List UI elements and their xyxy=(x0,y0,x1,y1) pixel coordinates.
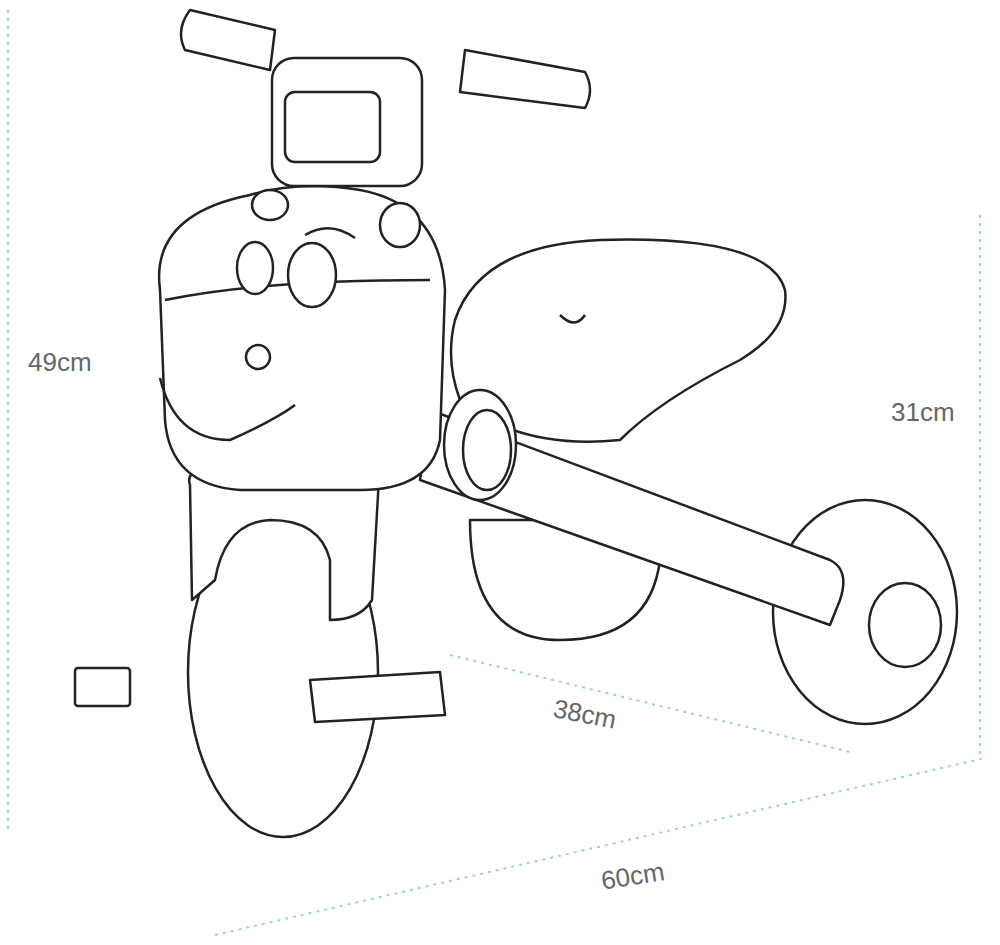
left-eye xyxy=(237,242,273,294)
animal-head xyxy=(159,186,445,490)
dimension-label: 60cm xyxy=(596,857,669,896)
body-tube xyxy=(420,410,843,625)
left-grip xyxy=(181,10,275,70)
side-disc-inner xyxy=(463,410,511,490)
right-grip xyxy=(460,50,590,108)
eyebrow xyxy=(305,228,355,238)
left-ear xyxy=(252,190,288,220)
seat-detail xyxy=(560,315,585,323)
height-line xyxy=(7,10,9,830)
dimension-lines xyxy=(8,10,985,935)
left-pedal xyxy=(75,668,130,706)
right-pedal xyxy=(310,672,445,722)
stem-panel xyxy=(285,92,380,162)
side-disc xyxy=(444,390,516,500)
handlebar-stem xyxy=(272,58,422,186)
right-ear xyxy=(380,203,420,247)
right-eye xyxy=(288,243,336,307)
dimension-label: 38cm xyxy=(548,694,622,735)
dimension-label: 31cm xyxy=(888,398,958,427)
rear-hub xyxy=(869,583,941,667)
mouth xyxy=(160,378,295,440)
nose xyxy=(246,345,270,369)
tricycle-drawing xyxy=(75,10,957,837)
seat-height-line xyxy=(979,215,981,760)
dimension-label: 49cm xyxy=(25,348,95,377)
